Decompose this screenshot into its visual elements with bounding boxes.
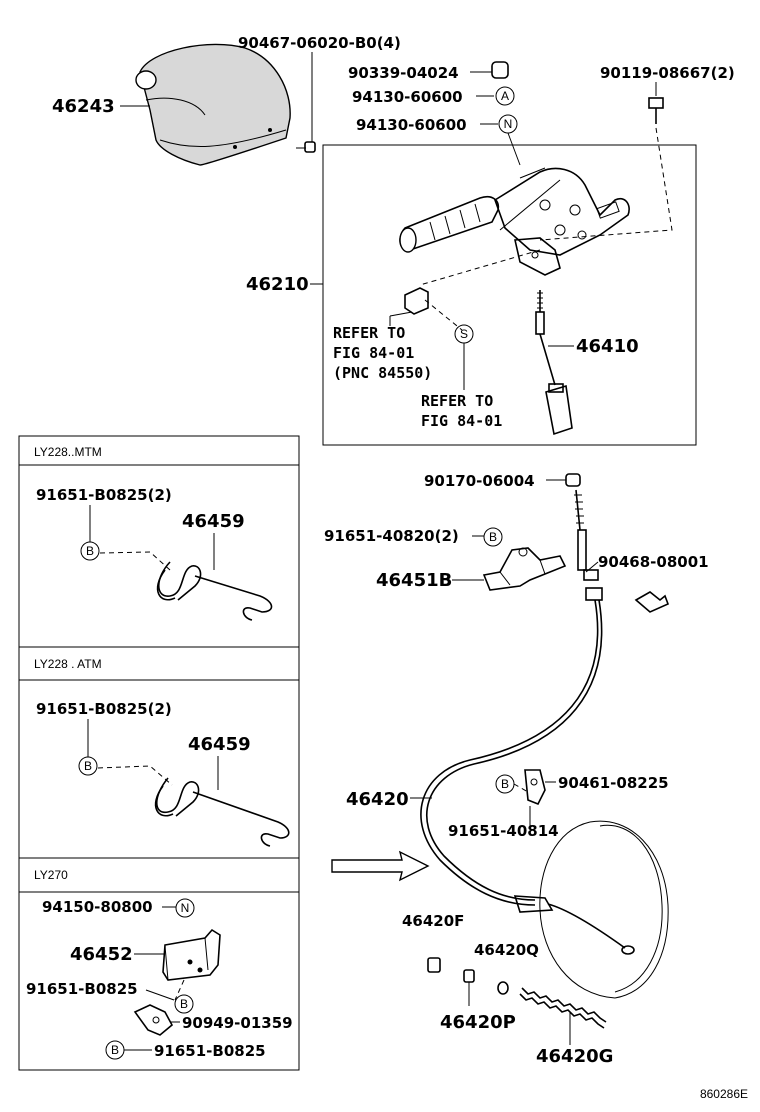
label-91651-40814: 91651-40814 [448,822,559,840]
label-46420G: 46420G [536,1046,613,1067]
label-46420Q: 46420Q [474,941,539,959]
panel-header-ly270: LY270 [34,868,68,882]
label-atm-bolt: 91651-B0825(2) [36,700,172,718]
marker-B-atm: B [78,756,98,776]
leader-94130b-part [507,132,521,166]
label-90339: 90339-04024 [348,64,459,82]
label-46420F: 46420F [402,912,464,930]
marker-B-atm-text: B [84,759,92,773]
screw-90467 [296,141,316,153]
label-91651-40820: 91651-40820(2) [324,527,459,545]
label-46420P: 46420P [440,1012,516,1033]
marker-B-mtm-text: B [86,544,94,558]
dashline-atm [97,765,173,786]
bolt-90119 [648,97,664,124]
label-atm-part: 46459 [188,734,251,755]
label-94130b: 94130-60600 [356,116,467,134]
dashline-40814 [513,783,529,793]
part-46420F [427,957,441,973]
label-90119: 90119-08667(2) [600,64,735,82]
label-94130a: 94130-60600 [352,88,463,106]
marker-B-40820: B [483,527,503,547]
marker-N-ly270: N [175,898,195,918]
marker-S-circle: S [454,324,474,344]
marker-B-40820-text: B [489,530,497,544]
bracket-46452 [162,928,221,981]
marker-N-ly270-text: N [181,901,190,915]
marker-B-ly270a: B [174,994,194,1014]
marker-B-ly270b: B [105,1040,125,1060]
label-46243: 46243 [52,96,115,117]
label-94150: 94150-80800 [42,898,153,916]
marker-B-40814-text: B [501,777,509,791]
marker-N-circle-top: N [498,114,518,134]
diagram-code: 860286E [700,1087,748,1101]
label-90468: 90468-08001 [598,553,709,571]
spring-46459-atm [154,777,290,847]
console-cover-46243 [135,43,291,166]
dashline-mtm [99,551,171,571]
leader-91651a [145,989,175,1001]
label-91651a: 91651-B0825 [26,980,138,998]
spring-46459-mtm [156,561,273,621]
brake-drum [539,820,669,999]
dashline-ly270 [174,979,185,1001]
label-91651b: 91651-B0825 [154,1042,266,1060]
cap-90339 [491,61,509,79]
label-46452: 46452 [70,944,133,965]
label-46410: 46410 [576,336,639,357]
cable-46420 [420,489,635,955]
marker-B-ly270a-text: B [180,997,188,1011]
dashline-90119 [539,127,673,241]
part-46420P [463,969,475,983]
label-46420: 46420 [346,789,409,810]
marker-N-text-top: N [504,117,513,131]
bracket-small [389,287,429,326]
assembly-box-46210 [322,144,697,446]
refer1-line2: FIG 84-01 [333,344,414,362]
spring-46420G [519,987,607,1029]
rod-46410 [535,290,573,436]
marker-A-text: A [501,89,509,103]
label-90170: 90170-06004 [424,472,535,490]
refer1-line3: (PNC 84550) [333,364,432,382]
refer1-line1: REFER TO [333,324,405,342]
marker-B-ly270b-text: B [111,1043,119,1057]
dashline-lever-bracket [419,249,541,286]
nut-90170 [565,473,581,487]
label-90467: 90467-06020-B0(4) [238,34,401,52]
panel-header-mtm: LY228..MTM [34,445,102,459]
marker-B-mtm: B [80,541,100,561]
clip-90949 [133,1004,174,1036]
refer2-line2: FIG 84-01 [421,412,502,430]
dashline-S [424,299,463,331]
refer2-line1: REFER TO [421,392,493,410]
marker-A-circle: A [495,86,515,106]
bracket-46451B [482,547,567,591]
label-46451B: 46451B [376,570,452,591]
leader-90468 [585,561,599,573]
direction-arrow [331,850,430,882]
variants-panel [18,435,300,1071]
label-90461: 90461-08225 [558,774,669,792]
label-mtm-bolt: 91651-B0825(2) [36,486,172,504]
label-90949: 90949-01359 [182,1014,293,1032]
marker-B-40814: B [495,774,515,794]
panel-header-atm: LY228 . ATM [34,657,102,671]
clamp-90461 [524,769,546,806]
clip-90468 [634,591,670,613]
marker-S-text: S [460,327,468,341]
part-46420Q [497,981,509,995]
label-mtm-part: 46459 [182,511,245,532]
label-46210: 46210 [246,274,309,295]
parking-lever-46210 [399,167,630,276]
